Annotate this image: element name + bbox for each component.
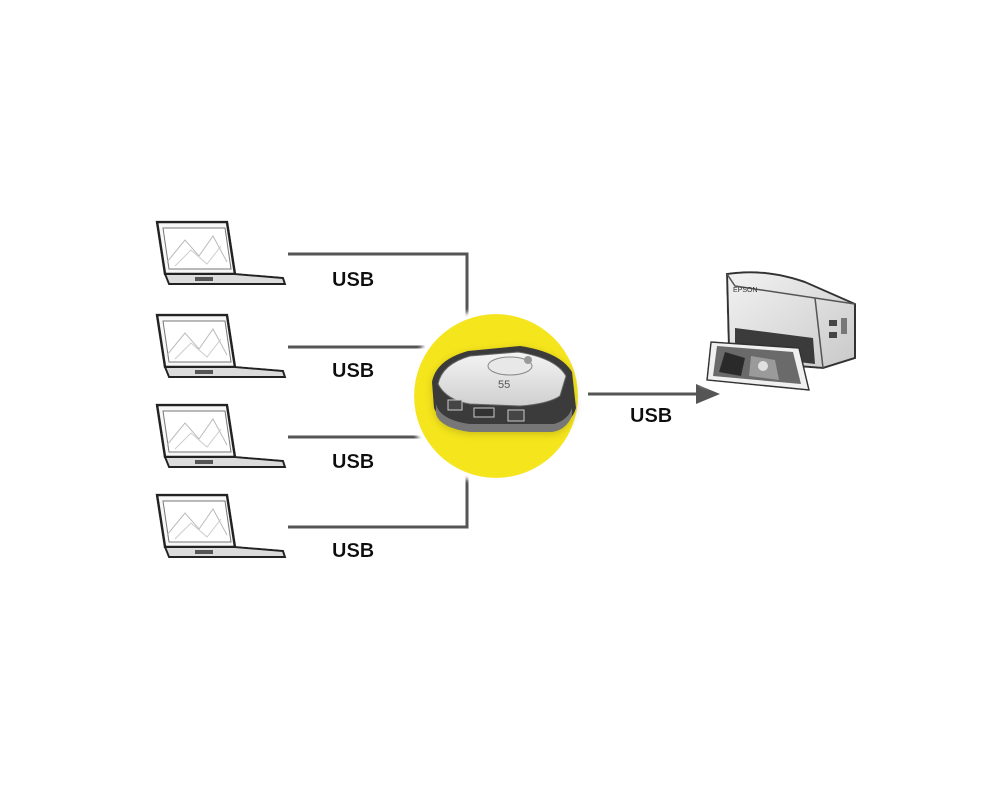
- arrow-head-icon: [696, 384, 720, 404]
- link-line-4: [288, 468, 469, 529]
- laptop-icon: [155, 220, 287, 285]
- printer-icon: EPSON: [706, 271, 856, 391]
- connection-lines: [288, 252, 700, 529]
- printer-link-label: USB: [630, 405, 672, 427]
- usb-switch-icon: 55: [432, 346, 576, 432]
- link-label-1: USB: [332, 269, 374, 291]
- link-label-3: USB: [332, 451, 374, 473]
- hub-model-text: 55: [498, 379, 510, 391]
- link-label-4: USB: [332, 540, 374, 562]
- link-label-2: USB: [332, 360, 374, 382]
- laptop-icon: [155, 313, 287, 378]
- laptop-icon: [155, 493, 287, 558]
- link-line-1: [288, 252, 469, 318]
- laptop-icon: [155, 403, 287, 468]
- printer-brand-text: EPSON: [733, 287, 758, 294]
